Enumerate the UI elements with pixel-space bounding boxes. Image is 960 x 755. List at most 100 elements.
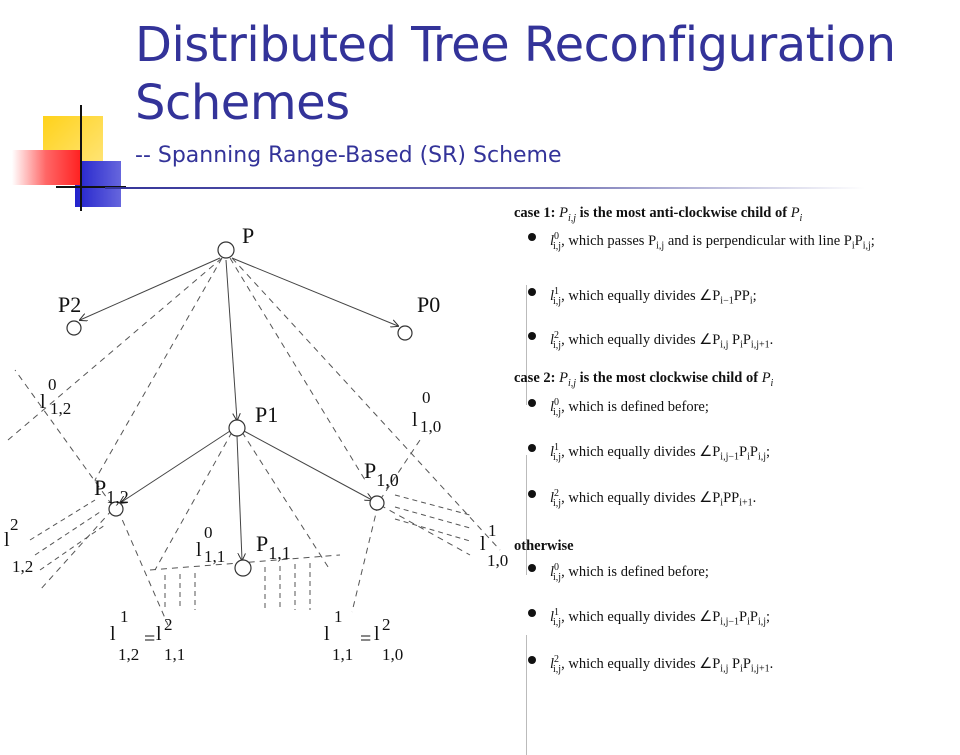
item-tail2: P	[854, 232, 863, 249]
item-sub: i,j−1	[720, 616, 739, 628]
label-l12-2: l 2 1,2	[4, 515, 33, 576]
svg-text:l: l	[480, 533, 486, 555]
bullet-icon	[528, 332, 536, 340]
line-sub: i,j	[553, 339, 562, 351]
line-symbol: l	[550, 655, 555, 672]
line-sup: 2	[554, 330, 560, 341]
item-text: , which equally divides ∠P	[561, 443, 721, 460]
logo-blue-square	[75, 161, 121, 207]
item-tail2-sub: i,j+1	[750, 339, 770, 351]
line-symbol: l	[550, 608, 555, 625]
line-sub: i,j	[553, 663, 562, 675]
line-sup: 1	[554, 442, 560, 453]
item-tail3: ;	[766, 443, 771, 460]
case-heading: case 2: Pi,j is the most clockwise child…	[514, 370, 773, 389]
bullet-icon	[528, 656, 536, 664]
svg-text:0: 0	[48, 375, 57, 394]
svg-text:=: =	[144, 628, 155, 650]
item-tail: P	[739, 443, 748, 460]
item-text: , which equally divides ∠P	[561, 655, 721, 672]
item-text: , which is defined before;	[561, 398, 709, 415]
label-l10-0: l 0 1,0	[412, 388, 441, 436]
svg-text:1,1: 1,1	[164, 645, 185, 664]
title-rule	[105, 187, 865, 189]
item-tail: and is perpendicular with line P	[664, 232, 852, 249]
item-tail2-sub: i,j+1	[750, 663, 770, 675]
logo-vertical-line	[80, 105, 82, 211]
svg-text:0: 0	[422, 388, 431, 407]
item-tail2: P	[749, 443, 758, 460]
item-tail: P	[739, 608, 748, 625]
line-sup: 2	[554, 488, 560, 499]
label-p10: P1,0	[364, 458, 399, 490]
label-l12-0: l 0 1,2	[40, 375, 71, 418]
edge-p-p1	[225, 259, 237, 420]
line-sup: 0	[554, 562, 560, 573]
item-tail: P	[728, 655, 741, 672]
item-tail2: ;	[752, 287, 757, 304]
edge-p1-p11	[236, 435, 242, 560]
item-tail3: .	[769, 655, 774, 672]
bullet-icon	[528, 233, 536, 241]
item-text: , which equally divides ∠P	[561, 287, 721, 304]
line-sub: i,j	[553, 240, 562, 252]
line-sub: i,j	[553, 451, 562, 463]
bullet-icon	[528, 444, 536, 452]
svg-text:0: 0	[204, 523, 213, 542]
item-tail-sub: i	[747, 616, 750, 628]
item-tail: PP	[723, 489, 740, 506]
label-p12: P1,2	[94, 475, 129, 507]
edge-p1-p10	[243, 430, 372, 500]
case-parent-sub: i	[799, 212, 803, 224]
case-item: l0i,j, which is defined before;	[550, 393, 950, 423]
case-item: l0i,j, which is defined before;	[550, 558, 950, 588]
item-tail2: P	[749, 608, 758, 625]
line-sub: i,j	[553, 571, 562, 583]
case-math: Pi,j	[559, 205, 577, 224]
svg-text:l: l	[40, 391, 46, 413]
item-tail2-sub: i,j	[862, 240, 871, 252]
bullet-icon	[528, 399, 536, 407]
bullet-icon	[528, 564, 536, 572]
case-item: l0i,j, which passes Pi,j and is perpendi…	[550, 227, 950, 257]
item-tail-sub: i+1	[739, 497, 753, 509]
node-p11	[234, 559, 252, 577]
case-parent-sub: i	[770, 377, 774, 389]
node-p1	[228, 419, 246, 437]
case-math: Pi,j	[559, 370, 577, 389]
svg-text:1,2: 1,2	[12, 557, 33, 576]
label-p2: P2	[58, 292, 81, 317]
line-sup: 1	[554, 607, 560, 618]
node-p	[217, 241, 235, 259]
line-symbol: l	[550, 331, 555, 348]
case-parent: Pi	[790, 205, 803, 224]
label-l10-1: l 1 1,0	[480, 521, 508, 570]
logo-horizontal-line	[56, 186, 126, 188]
item-tail3: ;	[870, 232, 875, 249]
svg-text:l: l	[4, 529, 10, 551]
label-p: P	[242, 223, 254, 248]
item-tail-sub: i	[851, 240, 855, 252]
item-text: , which equally divides ∠P	[561, 489, 721, 506]
item-text: , which equally divides ∠P	[561, 331, 721, 348]
case-parent: Pi	[761, 370, 774, 389]
line-symbol: l	[550, 563, 555, 580]
line-symbol: l	[550, 443, 555, 460]
node-p2	[66, 320, 82, 336]
dashed-l10-0	[229, 257, 366, 481]
item-tail2: .	[752, 489, 757, 506]
bullet-icon	[528, 490, 536, 498]
case-math-sub: i,j	[567, 377, 577, 389]
case-heading: case 1: Pi,j is the most anti-clockwise …	[514, 205, 802, 224]
case-item: l1i,j, which equally divides ∠Pi,j−1PiPi…	[550, 438, 950, 468]
line-sub: i,j	[553, 497, 562, 509]
svg-text:1: 1	[120, 607, 129, 626]
case-text: is the most clockwise child of	[576, 370, 762, 386]
label-l11-0: l 0 1,1	[196, 523, 225, 566]
label-p1: P1	[255, 402, 278, 427]
svg-text:1,0: 1,0	[487, 551, 508, 570]
svg-text:l: l	[110, 623, 116, 645]
line-symbol: l	[550, 398, 555, 415]
line-sup: 2	[554, 654, 560, 665]
svg-text:l: l	[374, 623, 380, 645]
